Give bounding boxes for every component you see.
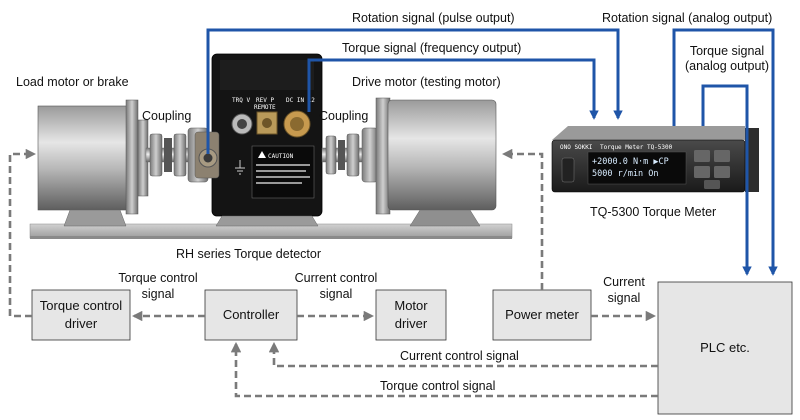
power-switch bbox=[561, 157, 575, 183]
connector-trq: TRQ V bbox=[231, 97, 253, 135]
label-torque-control-top-2: signal bbox=[142, 287, 175, 301]
connector-dc-in: DC IN 12 bbox=[283, 97, 315, 138]
plc-current-control-line bbox=[268, 341, 658, 368]
label-current-control-top-1: Current control bbox=[295, 271, 378, 285]
driver-to-load-motor-line bbox=[8, 148, 37, 318]
label-current-control-top-2: signal bbox=[320, 287, 353, 301]
label-drive-motor: Drive motor (testing motor) bbox=[352, 75, 501, 89]
svg-text:Torque Meter TQ-5300: Torque Meter TQ-5300 bbox=[600, 144, 673, 151]
connector-rev-p: REV P REMOTE bbox=[254, 97, 278, 135]
label-rotation-pulse: Rotation signal (pulse output) bbox=[352, 11, 515, 25]
svg-text:REV P: REV P bbox=[256, 97, 274, 104]
control-blocks: Torque control driver Controller Motor d… bbox=[31, 281, 793, 415]
power-meter-box bbox=[492, 289, 592, 341]
label-coupling-right: Coupling bbox=[319, 109, 368, 123]
torque-analog-line bbox=[701, 84, 752, 276]
label-torque-analog-1: Torque signal bbox=[690, 44, 764, 58]
controller-box bbox=[204, 289, 298, 341]
svg-text:Power meter: Power meter bbox=[505, 307, 579, 322]
svg-text:CAUTION: CAUTION bbox=[268, 153, 294, 160]
label-current-signal-1: Current bbox=[603, 275, 645, 289]
label-torque-frequency: Torque signal (frequency output) bbox=[342, 41, 521, 55]
svg-text:REMOTE: REMOTE bbox=[254, 104, 276, 111]
rotation-pulse-line bbox=[206, 28, 623, 154]
power-meter-to-drive-motor-line bbox=[501, 148, 544, 290]
right-coupling bbox=[321, 127, 379, 183]
rotation-analog-line bbox=[672, 28, 778, 276]
label-current-signal-2: signal bbox=[608, 291, 641, 305]
drive-motor bbox=[375, 97, 497, 227]
svg-text:driver: driver bbox=[395, 316, 428, 331]
torque-control-driver-box bbox=[31, 289, 131, 341]
caution-label: CAUTION bbox=[251, 145, 315, 199]
label-current-control-bottom: Current control signal bbox=[400, 349, 519, 363]
svg-text:Torque control: Torque control bbox=[40, 298, 122, 313]
signal-lines bbox=[206, 28, 778, 276]
control-lines bbox=[8, 148, 658, 398]
diagram-labels: Rotation signal (pulse output) Rotation … bbox=[16, 11, 772, 393]
torque-meter: ONO SOKKI Torque Meter TQ-5300 +2000.0 N… bbox=[551, 126, 759, 193]
svg-text:TRQ V: TRQ V bbox=[232, 97, 250, 104]
plc-torque-control-line bbox=[230, 341, 658, 398]
svg-text:driver: driver bbox=[65, 316, 98, 331]
svg-text:+2000.0 N·m ▶CP: +2000.0 N·m ▶CP bbox=[592, 157, 669, 167]
label-torque-control-top-1: Torque control bbox=[118, 271, 197, 285]
svg-text:Motor: Motor bbox=[394, 298, 428, 313]
torque-frequency-line bbox=[307, 58, 599, 120]
hub-connector bbox=[198, 148, 218, 168]
label-rotation-analog: Rotation signal (analog output) bbox=[602, 11, 772, 25]
label-torque-control-bottom: Torque control signal bbox=[380, 379, 495, 393]
svg-text:ONO SOKKI: ONO SOKKI bbox=[560, 144, 593, 151]
svg-text:5000 r/min On: 5000 r/min On bbox=[592, 169, 659, 179]
svg-text:PLC etc.: PLC etc. bbox=[700, 340, 750, 355]
left-coupling bbox=[145, 127, 209, 183]
meter-buttons bbox=[694, 150, 730, 189]
svg-text:Controller: Controller bbox=[223, 307, 280, 322]
ground-icon bbox=[235, 160, 245, 175]
plc-box bbox=[657, 281, 793, 415]
label-torque-detector: RH series Torque detector bbox=[176, 247, 321, 261]
torque-detector: TRQ V REV P REMOTE DC IN 12 CAUTION bbox=[194, 53, 323, 227]
load-motor bbox=[37, 99, 149, 227]
label-coupling-left: Coupling bbox=[142, 109, 191, 123]
svg-text:DC IN 12: DC IN 12 bbox=[286, 97, 315, 104]
label-torque-analog-2: (analog output) bbox=[685, 59, 769, 73]
meter-display bbox=[587, 151, 687, 185]
label-load-motor: Load motor or brake bbox=[16, 75, 129, 89]
motor-driver-box bbox=[375, 289, 447, 341]
label-meter-name: TQ-5300 Torque Meter bbox=[590, 205, 716, 219]
